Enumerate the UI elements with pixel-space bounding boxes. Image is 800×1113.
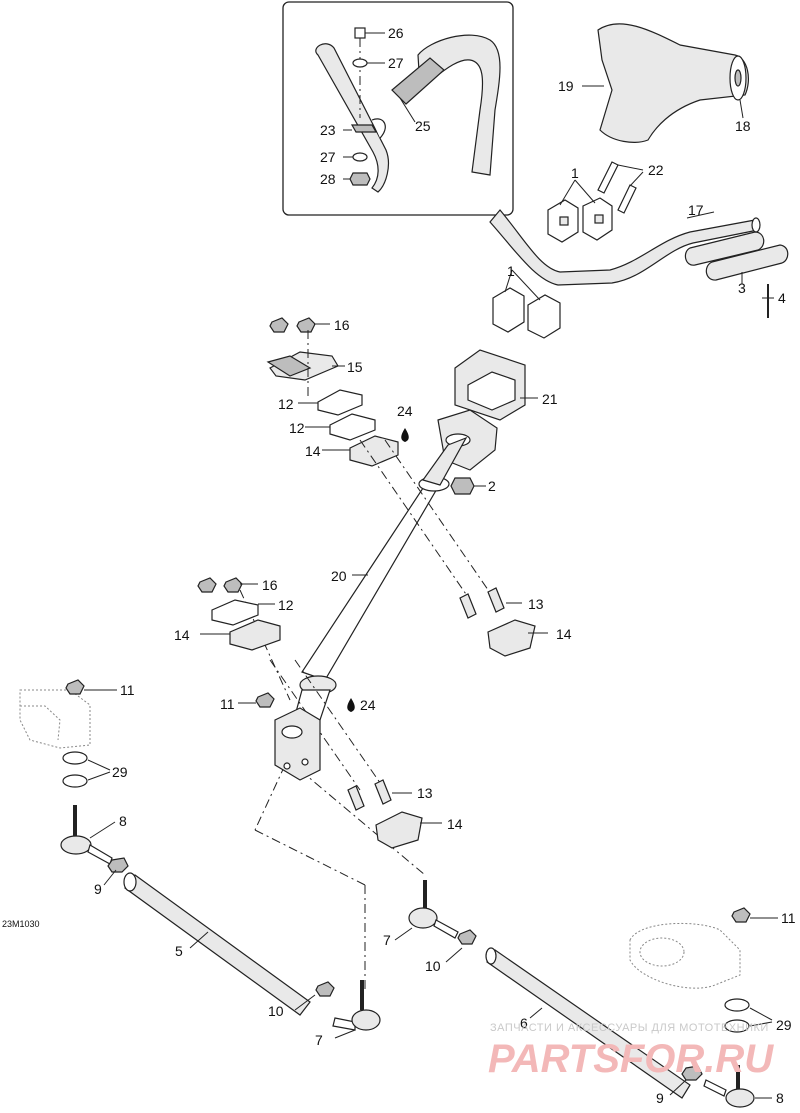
callout-9: 9 xyxy=(656,1090,664,1106)
callout-6: 6 xyxy=(520,1015,528,1031)
tie-rod-end-7-lower xyxy=(332,980,381,1039)
callout-14: 14 xyxy=(174,627,190,643)
callout-4: 4 xyxy=(778,290,786,306)
inset-handlebar xyxy=(315,43,390,193)
callout-20: 20 xyxy=(331,568,347,584)
tie-rod-5 xyxy=(123,872,335,1016)
pin-and-clamp-13-14-lower xyxy=(347,779,442,849)
callout-26: 26 xyxy=(388,25,404,41)
clamp-23 xyxy=(350,124,378,133)
callout-8: 8 xyxy=(119,813,127,829)
left-ghost-bracket xyxy=(19,679,117,788)
washer-27-top xyxy=(352,58,368,68)
right-ghost-bracket xyxy=(629,907,778,1108)
callout-21: 21 xyxy=(542,391,558,407)
callout-12: 12 xyxy=(278,597,294,613)
tie-rod-end-8-left xyxy=(60,805,129,886)
callout-3: 3 xyxy=(738,280,746,296)
nut-28 xyxy=(349,172,371,186)
callout-15: 15 xyxy=(347,359,363,375)
middle-left-clamp-stack xyxy=(197,577,281,651)
grips xyxy=(684,231,789,318)
handlebar-pad xyxy=(582,23,749,143)
callout-10: 10 xyxy=(268,1003,284,1019)
callout-16: 16 xyxy=(262,577,278,593)
callout-23: 23 xyxy=(320,122,336,138)
callout-11: 11 xyxy=(120,682,135,698)
callout-10: 10 xyxy=(425,958,441,974)
pin-and-clamp-13-14-upper xyxy=(459,587,548,657)
watermark-tagline: ЗАПЧАСТИ И АКСЕССУАРЫ ДЛЯ МОТОТЕХНИКИ xyxy=(490,1022,769,1034)
callout-13: 13 xyxy=(528,596,544,612)
nut-11-middle xyxy=(238,692,321,781)
nut-2 xyxy=(450,477,486,495)
grease-drop-icon xyxy=(347,428,409,712)
watermark-logo: PARTSFOR.RU xyxy=(488,1037,774,1081)
callout-13: 13 xyxy=(417,785,433,801)
watermark: ЗАПЧАСТИ И АКСЕССУАРЫ ДЛЯ МОТОТЕХНИКИ PA… xyxy=(488,1022,774,1081)
tie-rod-6 xyxy=(485,947,691,1099)
tie-rod-end-7-upper xyxy=(394,880,477,963)
diagram-code: 23M1030 xyxy=(2,919,40,929)
callout-25: 25 xyxy=(415,118,431,134)
callout-7: 7 xyxy=(315,1032,323,1048)
callout-12: 12 xyxy=(289,420,305,436)
callout-27: 27 xyxy=(320,149,336,165)
handlebar-clamp-lower xyxy=(492,269,561,339)
callout-1: 1 xyxy=(571,165,579,181)
callout-28: 28 xyxy=(320,171,336,187)
callout-5: 5 xyxy=(175,943,183,959)
riser-21 xyxy=(454,349,538,421)
callout-12: 12 xyxy=(278,396,294,412)
handlebar-clamp-upper xyxy=(547,179,613,243)
callout-18: 18 xyxy=(735,118,751,134)
callout-14: 14 xyxy=(556,626,572,642)
callout-8: 8 xyxy=(776,1090,784,1106)
bolts-22 xyxy=(597,161,644,214)
callout-24: 24 xyxy=(397,403,413,419)
callout-14: 14 xyxy=(305,443,321,459)
callout-labels: 26 27 23 25 27 28 19 18 1 22 17 1 3 4 16… xyxy=(2,25,796,1106)
handlebar xyxy=(489,209,761,286)
callout-1: 1 xyxy=(507,263,515,279)
callout-11: 11 xyxy=(220,696,235,712)
callout-27: 27 xyxy=(388,55,404,71)
callout-22: 22 xyxy=(648,162,664,178)
callout-29: 29 xyxy=(776,1017,792,1033)
callout-14: 14 xyxy=(447,816,463,832)
callout-11: 11 xyxy=(781,910,796,926)
inset-detail xyxy=(282,1,514,216)
upper-left-clamp-stack xyxy=(266,317,399,467)
callout-29: 29 xyxy=(112,764,128,780)
washer-27-bottom xyxy=(352,152,368,162)
callout-9: 9 xyxy=(94,881,102,897)
callout-16: 16 xyxy=(334,317,350,333)
callout-24: 24 xyxy=(360,697,376,713)
callout-17: 17 xyxy=(688,202,704,218)
callout-7: 7 xyxy=(383,932,391,948)
callout-2: 2 xyxy=(488,478,496,494)
callout-19: 19 xyxy=(558,78,574,94)
